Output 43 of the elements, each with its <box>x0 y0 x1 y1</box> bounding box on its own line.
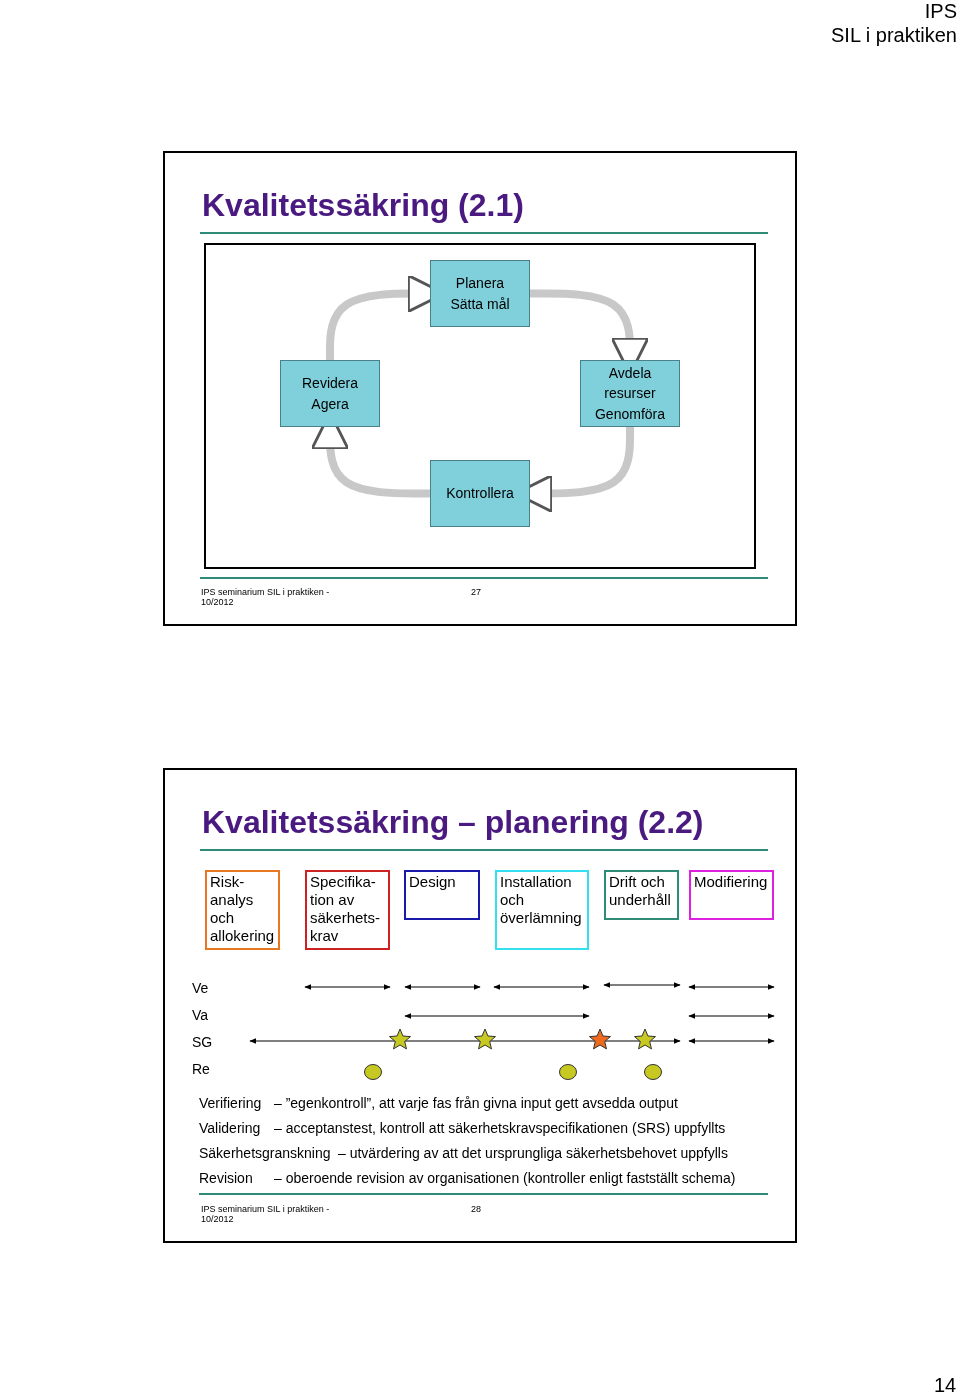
node-text: Installation och överlämning <box>500 873 583 927</box>
definition: – acceptanstest, kontroll att säkerhetskravspecifikationen (SRS) uppfyllts <box>274 1120 726 1137</box>
definition: – oberoende revision av organisationen (kontroller enligt fastställt schema) <box>274 1170 736 1187</box>
node-text: Agera <box>311 394 349 414</box>
header-text: IPS <box>924 0 957 23</box>
row-label: Ve <box>192 980 209 997</box>
process-box <box>280 360 380 427</box>
page-number: 28 <box>471 1204 481 1215</box>
term: Verifiering <box>199 1095 262 1112</box>
phase-box <box>689 870 774 920</box>
node-text: Avdela resurser <box>603 364 657 404</box>
footer-text: IPS seminarium SIL i praktiken - 10/2012 <box>201 587 331 608</box>
row-label: Va <box>192 1007 209 1024</box>
term: Revision <box>199 1170 253 1187</box>
process-box <box>430 260 530 327</box>
phase-box <box>604 870 679 920</box>
node-text: Specifika- tion av säkerhets- krav <box>310 873 382 945</box>
phase-box <box>305 870 390 950</box>
row-label: Re <box>192 1061 210 1078</box>
node-text: Sätta mål <box>450 294 510 314</box>
process-box <box>580 360 680 427</box>
node-text: Modifiering <box>694 873 769 891</box>
node-text: Genomföra <box>594 404 665 424</box>
node-text: Risk- analys och allokering <box>210 873 275 945</box>
node-text: Revidera <box>302 374 358 394</box>
node-text: Planera <box>455 274 505 294</box>
term: Säkerhetsgranskning <box>199 1145 331 1162</box>
term: Validering <box>199 1120 261 1137</box>
header-text: SIL i praktiken <box>831 24 957 47</box>
slide-title: Kvalitetssäkring – planering (2.2) <box>202 804 704 841</box>
row-label: SG <box>192 1034 213 1051</box>
node-text: Drift och underhåll <box>609 873 672 909</box>
definition: – ”egenkontroll”, att varje fas från givna input gett avsedda output <box>274 1095 678 1112</box>
slide-title: Kvalitetssäkring (2.1) <box>202 187 524 224</box>
page-number: 14 <box>934 1374 957 1396</box>
node-text: Design <box>409 873 457 891</box>
page-number: 27 <box>471 587 481 598</box>
node-text: Kontrollera <box>446 484 514 504</box>
process-box <box>430 460 530 527</box>
footer-text: IPS seminarium SIL i praktiken - 10/2012 <box>201 1204 331 1225</box>
definition: – utvärdering av att det ursprungliga säkerhetsbehovet uppfylls <box>338 1145 728 1162</box>
phase-box <box>495 870 589 950</box>
phase-box <box>404 870 480 920</box>
